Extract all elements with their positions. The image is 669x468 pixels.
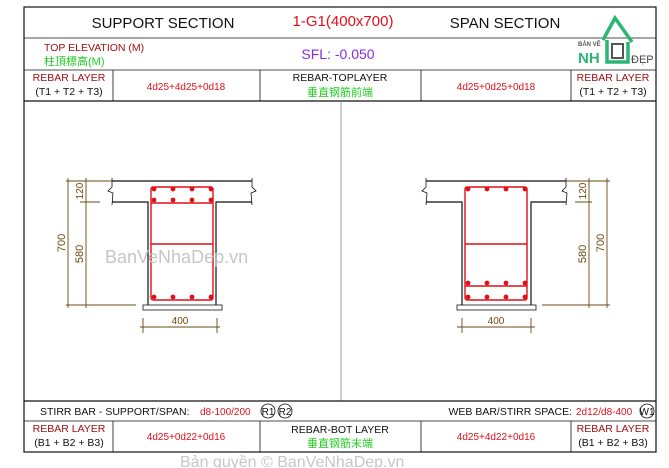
logo-dep-text: ĐẸP [631,54,654,66]
top-elevation-label: TOP ELEVATION (M) [44,42,144,54]
table-grid [23,6,657,453]
bot-center-label-cn: 垂直钢筋末端 [307,436,373,450]
top-right-sublabel: (T1 + T2 + T3) [579,86,646,98]
brand-logo: BẢN VẼ NH ĐẸP [578,14,654,67]
bot-center-label: REBAR-BOT LAYER [291,424,389,436]
watermark-center: BanVeNhaDep.vn [105,247,248,267]
support-section-title: SUPPORT SECTION [92,15,235,32]
web-bar-value: 2d12/d8-400 [576,407,633,418]
beam-id: 1-G1(400x700) [293,13,394,30]
top-center-label: REBAR-TOPLAYER [293,72,388,84]
top-left-sublabel: (T1 + T2 + T3) [35,86,102,98]
logo-nha-text: NH [578,50,600,67]
stirrup-value: d8-100/200 [200,407,251,418]
support-dim-width: 400 [172,316,189,327]
bot-left-label: REBAR LAYER [33,423,106,435]
bot-right-sublabel: (B1 + B2 + B3) [578,437,647,449]
stirrup-label: STIRR BAR - SUPPORT/SPAN: [40,406,190,418]
span-section-title: SPAN SECTION [450,15,561,32]
span-section-drawing: 700 580 120 400 [421,178,610,333]
span-dim-total: 700 [595,234,607,252]
span-dim-width: 400 [488,316,505,327]
top-right-label: REBAR LAYER [577,72,650,84]
tag-w1: W1 [640,407,655,418]
tag-r2: R2 [279,407,292,418]
span-dim-slab: 120 [578,182,589,199]
top-span-rebar: 4d25+0d25+0d18 [457,82,536,93]
top-left-label: REBAR LAYER [33,72,106,84]
bot-span-rebar: 4d25+4d22+0d16 [457,432,536,443]
support-dim-total: 700 [56,234,68,252]
span-dim-web: 580 [577,245,589,263]
support-rebar-dots [151,186,214,300]
top-center-label-cn: 垂直钢筋前端 [307,85,373,99]
bot-right-label: REBAR LAYER [577,423,650,435]
web-bar-label: WEB BAR/STIRR SPACE: [449,406,573,418]
top-support-rebar: 4d25+4d25+0d18 [147,82,226,93]
support-dim-web: 580 [74,245,86,263]
span-rebar-dots [465,186,528,300]
top-elevation-label-cn: 柱頂標高(M) [44,54,105,68]
bot-support-rebar: 4d25+0d22+0d16 [147,432,226,443]
support-dim-slab: 120 [75,182,86,199]
tag-r1: R1 [262,407,275,418]
watermark-bottom: Bản quyền © BanVeNhaDep.vn [180,454,404,468]
sfl-value: SFL: -0.050 [301,46,374,62]
bot-left-sublabel: (B1 + B2 + B3) [34,437,103,449]
support-section-drawing: 700 580 120 400 [56,178,257,333]
logo-small-text: BẢN VẼ [578,41,601,48]
